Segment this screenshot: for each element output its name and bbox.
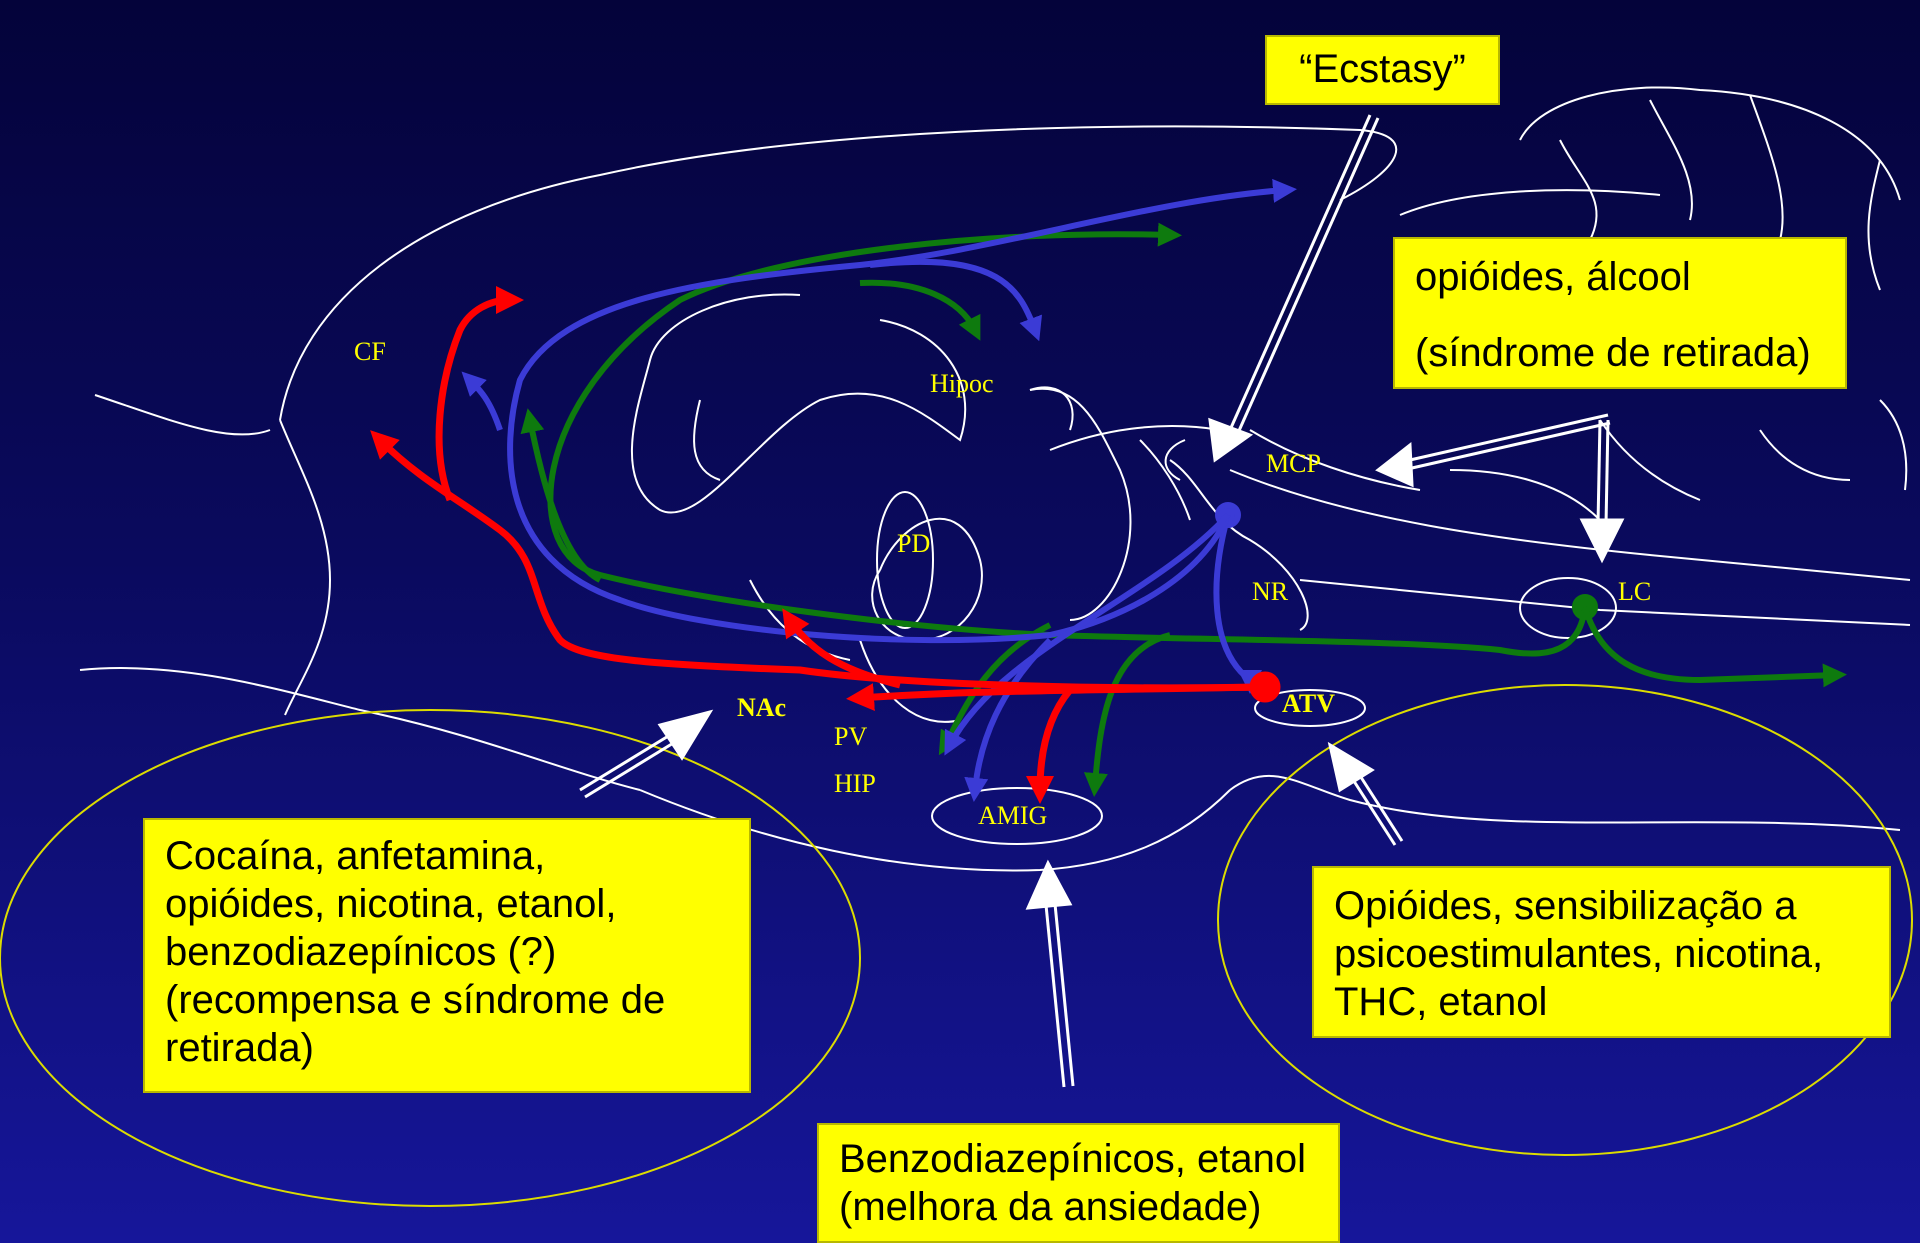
callout-line: Cocaína, anfetamina, bbox=[165, 832, 729, 880]
callout-line: THC, etanol bbox=[1334, 978, 1869, 1026]
label-atv: ATV bbox=[1282, 689, 1335, 718]
callout-line: benzodiazepínicos (?) bbox=[165, 928, 729, 976]
callout-line: opióides, nicotina, etanol, bbox=[165, 880, 729, 928]
opioides-alcool-callout: opióides, álcool (síndrome de retirada) bbox=[1393, 237, 1847, 389]
ecstasy-label: “Ecstasy” bbox=[1267, 47, 1498, 92]
callout-line: (síndrome de retirada) bbox=[1415, 315, 1825, 391]
label-pd: PD bbox=[897, 529, 930, 558]
callout-line: psicoestimulantes, nicotina, bbox=[1334, 930, 1869, 978]
brain-outline bbox=[80, 87, 1910, 870]
label-cf: CF bbox=[354, 337, 386, 366]
callout-line: retirada) bbox=[165, 1024, 729, 1072]
label-lc: LC bbox=[1618, 577, 1651, 606]
callout-line: (melhora da ansiedade) bbox=[839, 1183, 1318, 1231]
callout-line: Opióides, sensibilização a bbox=[1334, 882, 1869, 930]
callout-line: opióides, álcool bbox=[1415, 239, 1825, 315]
label-nr: NR bbox=[1252, 577, 1289, 606]
dopamine-pathway bbox=[380, 300, 1277, 790]
opioides-sensibilizacao-callout: Opióides, sensibilização a psicoestimula… bbox=[1312, 866, 1891, 1038]
label-nac: NAc bbox=[737, 693, 786, 722]
region-labels: CF Hipoc PD MCP NR LC NAc PV HIP ATV AMI… bbox=[354, 337, 1651, 830]
label-hipoc: Hipoc bbox=[930, 369, 994, 398]
callout-line: (recompensa e síndrome de bbox=[165, 976, 729, 1024]
label-amig: AMIG bbox=[978, 801, 1047, 830]
ecstasy-callout: “Ecstasy” bbox=[1265, 35, 1500, 105]
cocaina-callout: Cocaína, anfetamina, opióides, nicotina,… bbox=[143, 818, 751, 1093]
label-hip: HIP bbox=[834, 769, 876, 798]
benzodiazepinicos-callout: Benzodiazepínicos, etanol (melhora da an… bbox=[817, 1123, 1340, 1243]
label-mcp: MCP bbox=[1266, 449, 1321, 478]
label-pv: PV bbox=[834, 722, 867, 751]
callout-line: Benzodiazepínicos, etanol bbox=[839, 1135, 1318, 1183]
